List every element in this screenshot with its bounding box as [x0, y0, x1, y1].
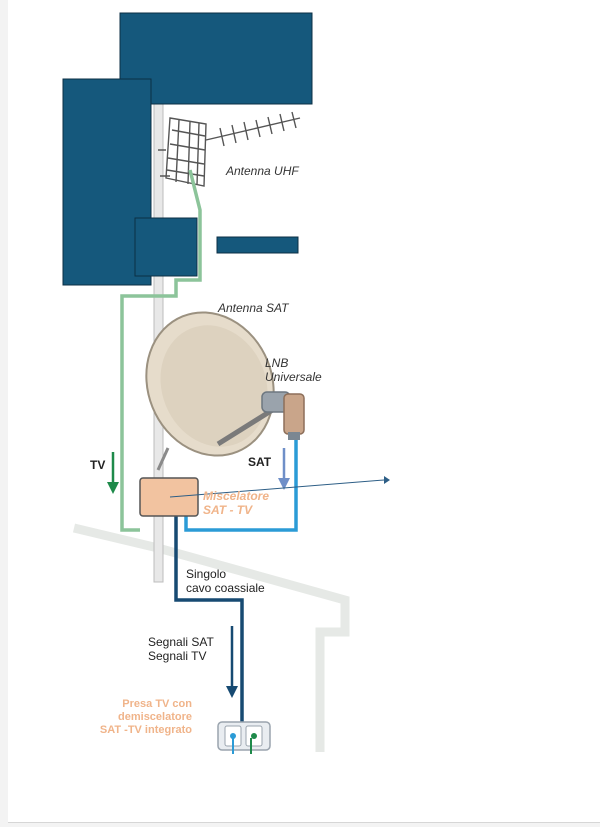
redaction-block-middle: [134, 217, 198, 277]
label-mixer-line2: SAT - TV: [203, 503, 253, 517]
satellite-dish-icon: [145, 311, 284, 471]
label-mixer-line1: Miscelatore: [203, 489, 269, 503]
sat-down-arrow-icon: [278, 448, 290, 490]
mixer-box: [139, 477, 199, 517]
signals-down-arrow-icon: [226, 626, 238, 698]
tv-down-arrow-icon: [107, 452, 119, 494]
tv-outlet-icon: [217, 721, 271, 754]
label-outlet-line2: demiscelatore: [118, 711, 192, 723]
label-outlet-line1: Presa TV con: [122, 698, 192, 710]
label-tv: TV: [90, 458, 105, 472]
redaction-block-top: [119, 12, 313, 105]
redaction-blocks: [62, 12, 313, 286]
label-sat: SAT: [248, 455, 272, 469]
label-signals-line2: Segnali TV: [148, 649, 206, 663]
label-lnb-line1: LNB: [265, 356, 288, 370]
lnb-icon: [261, 391, 305, 440]
uhf-antenna-icon: [158, 111, 301, 187]
label-signals-line1: Segnali SAT: [148, 635, 214, 649]
label-antenna-sat: Antenna SAT: [217, 301, 290, 315]
label-cable-line1: Singolo: [186, 567, 226, 581]
building-outline: [72, 523, 350, 752]
label-lnb-line2: Universale: [265, 370, 322, 384]
pointer-arrow: [169, 476, 390, 498]
label-antenna-uhf: Antenna UHF: [225, 164, 299, 178]
label-outlet-line3: SAT -TV integrato: [100, 724, 192, 736]
redaction-block-label: [216, 236, 299, 254]
coax-cable-line: [174, 516, 244, 728]
tv-cable-line: [120, 169, 202, 532]
label-cable-line2: cavo coassiale: [186, 581, 265, 595]
sat-cable-line: [184, 440, 298, 532]
